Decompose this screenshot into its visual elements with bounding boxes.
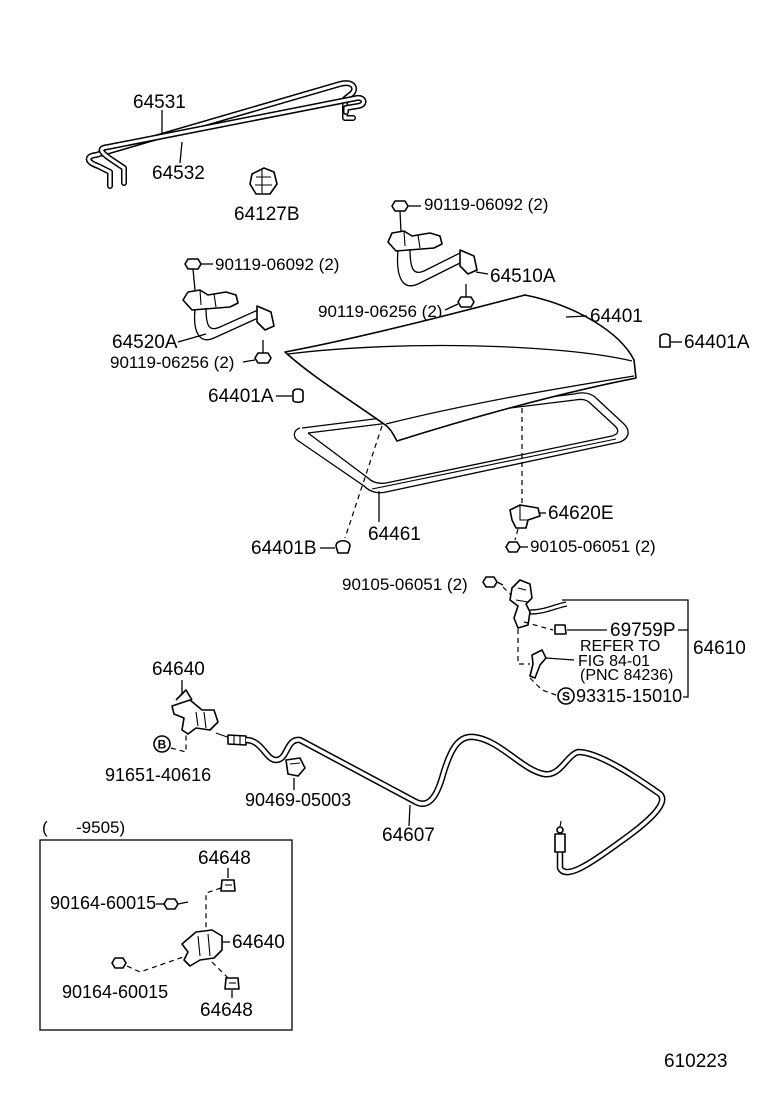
part-number-clamp: 90469-05003 [245,790,351,810]
lock-assembly [509,579,568,629]
refer-text-line-3: (PNC 84236) [580,667,673,684]
release-cable [215,732,666,876]
part-number-hinge-r: 64510A [490,266,556,287]
part-number-cushion-r: 64401A [684,332,750,353]
refer-text-line-1: REFER TO [580,638,660,655]
dashed-inset-opener-to-clip [211,961,229,979]
lock-sub-part [554,624,567,635]
s-marker-circle [557,687,575,705]
dashed-lever-to-screw [529,677,557,696]
leader-bolt-hinge-r-lower [444,303,459,311]
part-number-bolt-hinge-r-top: 90119-06092 (2) [424,195,548,214]
lock-lever [529,649,575,679]
dashed-inset-bolt-to-opener [126,955,187,973]
torsion-bar-a [85,80,358,189]
leader-lid [565,315,588,318]
inset-clip-top [220,879,236,892]
part-number-inset-bolt-bottom: 90164-60015 [62,982,168,1002]
refer-text-line-2: FIG 84-01 [578,653,650,670]
dashed-lock-to-part [523,621,554,631]
part-number-cushion-lower: 64401B [251,538,317,559]
dashed-lock-to-lever [517,629,530,665]
opener-lever [171,689,219,735]
striker-part [509,504,541,529]
part-number-bolt-lock: 90105-06051 (2) [342,575,468,594]
dashed-marker-b-to-opener [170,733,187,753]
s-marker: S [562,690,570,704]
part-number-inset-clip-top: 64648 [198,848,251,869]
inset-bolt-top [163,898,189,910]
part-number-inset-opener: 64640 [232,932,285,953]
part-number-cable: 64607 [382,825,435,846]
lock-assembly-bracket [562,599,689,698]
torsion-bar-b [98,94,367,186]
inset-opener-lever [181,929,223,967]
part-number-torsion-bar-b: 64532 [152,163,205,184]
cushion-lower [335,539,351,554]
part-number-striker: 64620E [548,503,614,524]
inset-box [39,839,293,1031]
part-number-lid: 64401 [590,306,643,327]
bolt-striker [505,541,521,553]
leader-bolt-hinge-l-lower [242,359,256,363]
part-number-torsion-bar-a: 64531 [133,92,186,113]
inset-bolt-bottom [111,957,127,969]
leader-hinge-r [475,271,489,275]
dashed-inset-clip-to-opener [205,887,222,930]
hinge-left [182,258,275,364]
part-number-bolt-hinge-r-lower: 90119-06256 (2) [318,302,442,321]
part-number-lock-sub-part: 69759P [610,620,676,641]
leader-64532 [179,141,183,164]
part-number-hinge-l: 64520A [112,332,178,353]
leader-cable [408,804,411,827]
dashed-striker-to-bolt [514,528,519,541]
weatherstrip [293,392,629,494]
part-number-screw-s: 93315-15010 [576,686,682,706]
hinge-right [387,200,478,308]
bolt-lock [482,576,504,588]
part-number-bolt-hinge-l-top: 90119-06092 (2) [215,255,339,274]
trunk-lid [284,294,637,442]
part-number-inset-bolt-top: 90164-60015 [50,893,156,913]
dashed-lid-to-cushion-lower [344,425,383,539]
part-number-bolt-hinge-l-lower: 90119-06256 (2) [110,353,234,372]
part-number-screw-b: 91651-40616 [105,765,211,785]
part-number-weatherstrip: 64461 [368,524,421,545]
b-marker: B [158,738,167,752]
illustration-number: 610223 [664,1051,727,1072]
clip-part [249,167,278,195]
part-number-inset-clip-bottom: 64648 [200,1000,253,1021]
part-number-bolt-striker: 90105-06051 (2) [530,537,656,556]
cable-clamp [285,757,306,777]
leader-hinge-l [177,333,207,343]
part-number-opener: 64640 [152,659,205,680]
part-number-cushion-l: 64401A [208,386,274,407]
part-number-clip: 64127B [234,204,300,225]
b-marker-circle [153,735,171,753]
part-number-lock-assy: 64610 [693,638,746,659]
inset-range-label: ( -9505) [42,818,125,837]
cushion-right [659,333,671,348]
cushion-left [292,388,304,404]
inset-clip-bottom [224,977,240,990]
